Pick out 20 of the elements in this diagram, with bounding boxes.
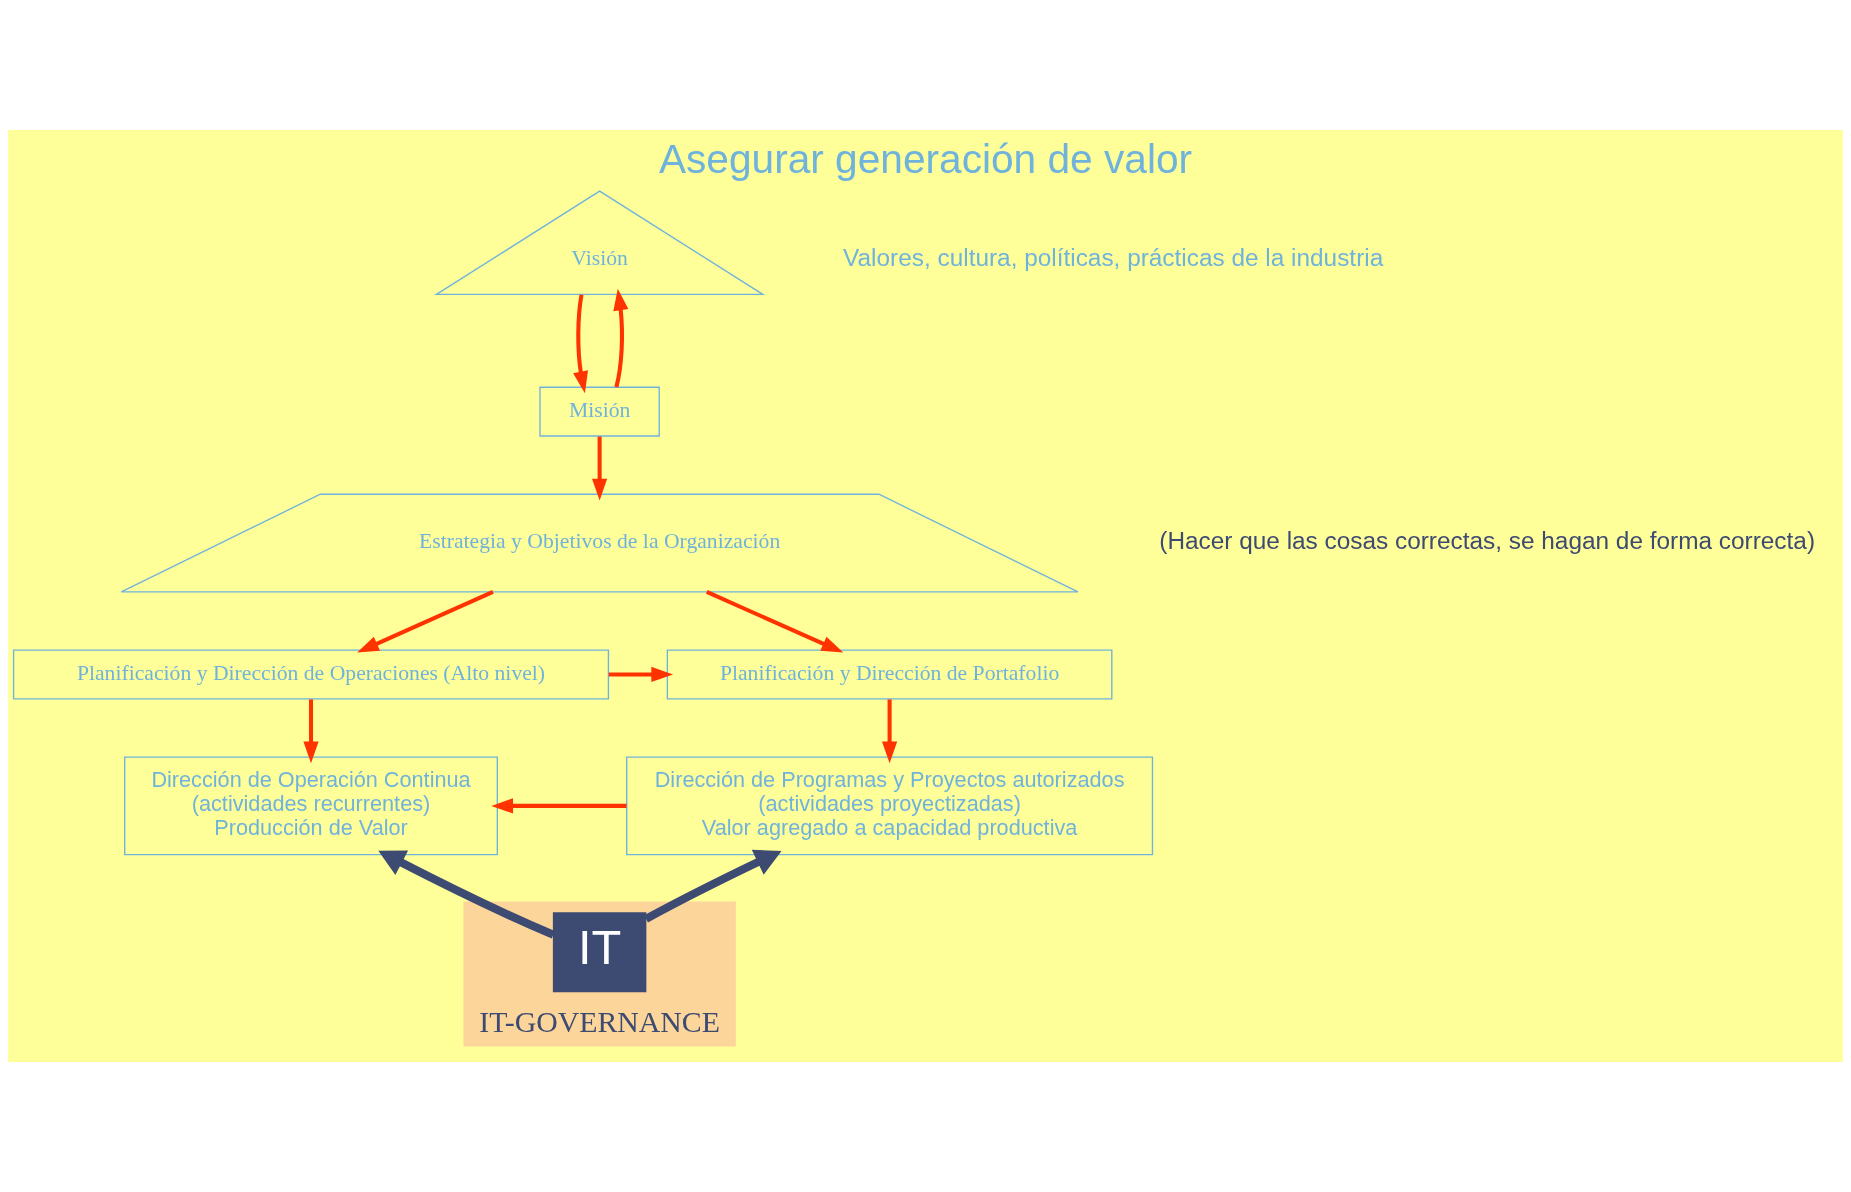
arrow [378,850,555,939]
arrow [644,849,782,923]
label: (Hacer que las cosas correctas, se hagan de forma correcta) [1159,526,1816,554]
arrow [357,590,494,653]
arrow [882,699,898,764]
node-box: Dirección de Operación Continua (actividades recurrentes) Producción de Valor [124,756,498,856]
node-box: Planificación y Dirección de Operaciones (Alto nivel) [12,649,610,700]
node-box: Misión [539,386,660,437]
node-box: Planificación y Dirección de Portafolio [666,649,1113,700]
arrow [303,699,319,764]
node-box: IT [552,912,647,993]
node-box: Dirección de Programas y Proyectos autorizados (actividades proyectizadas) Valor agregado a capacidad productiva [626,756,1154,856]
arrow [491,798,627,814]
arrow [613,288,629,388]
arrow [573,294,589,394]
arrow [705,590,844,653]
arrow [608,666,674,683]
label: Valores, cultura, políticas, prácticas de la industria [843,243,1384,271]
arrow [592,436,608,501]
diagram-title: Asegurar generación de valor [658,136,1193,183]
